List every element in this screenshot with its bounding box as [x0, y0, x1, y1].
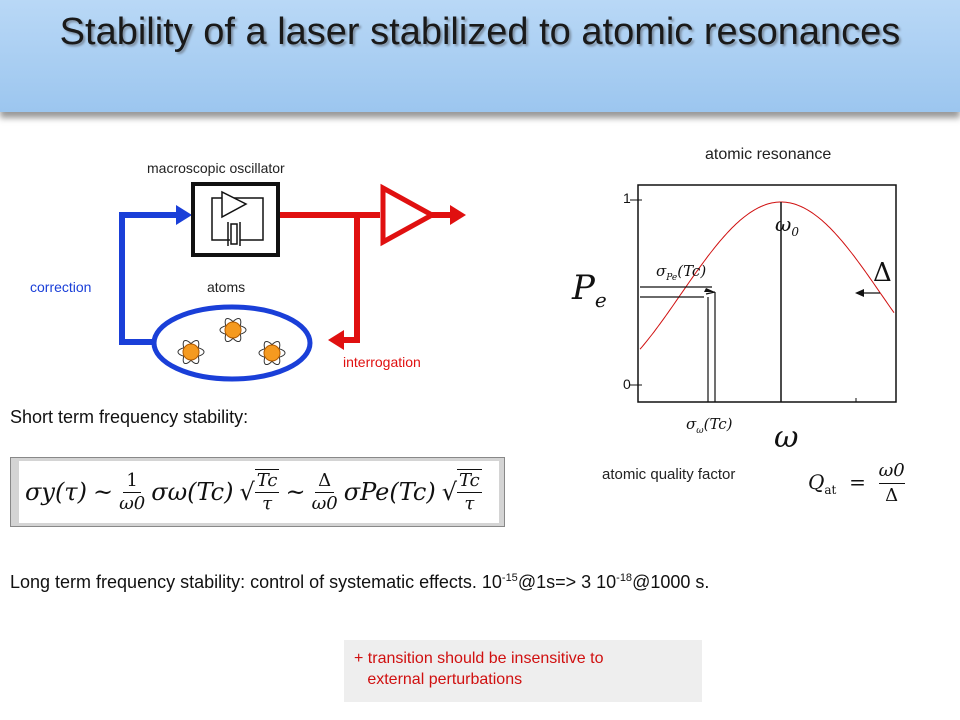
long-term-label: Long term frequency stability: control o…: [10, 572, 710, 592]
amplifier-output-arrowhead: [450, 205, 466, 225]
interrogation-label: interrogation: [343, 354, 421, 370]
graph-title: atomic resonance: [705, 146, 832, 163]
sigma-pe-arrowhead: [704, 288, 715, 292]
feedback-loop-diagram: [119, 182, 466, 382]
y-axis-label: Pe: [572, 268, 607, 312]
oscillator-triangle-icon: [221, 190, 248, 219]
correction-arrowhead: [176, 205, 192, 225]
crystal-icon: [230, 223, 238, 245]
short-term-label: Short term frequency stability:: [10, 407, 249, 427]
stability-formula-box: σy(τ) ~ 1 ω0 σω(Tc) √ Tc τ ~ Δ ω0 σPe(Tc…: [10, 457, 505, 527]
correction-label: correction: [30, 279, 92, 295]
width-label: Δ: [873, 258, 892, 288]
title-bar: [0, 0, 960, 112]
note-text: + transition should be insensitive to ex…: [354, 650, 604, 688]
quality-formula: Qat = ω0 Δ: [808, 460, 905, 506]
correction-wire: [119, 212, 180, 345]
resonance-graph: [630, 184, 897, 403]
sigma-w-label: σω(Tc): [686, 415, 733, 436]
note-box: [344, 640, 702, 702]
stability-formula: σy(τ) ~ 1 ω0 σω(Tc) √ Tc τ ~ Δ ω0 σPe(Tc…: [19, 461, 499, 523]
interrogation-wire: [338, 215, 360, 343]
page-title: Stability of a laser stabilized to atomi…: [59, 11, 901, 53]
graph-frame: [637, 184, 897, 403]
sigma-pe-label: σPe(Tc): [656, 262, 707, 283]
oscillator-label: macroscopic oscillator: [147, 160, 285, 176]
y-tick-top: 1: [623, 190, 631, 206]
peak-label: ω0: [775, 212, 799, 239]
atom-icon: [177, 339, 205, 365]
interrogation-arrowhead: [328, 330, 344, 350]
resonance-curve: [639, 201, 895, 350]
y-tick-bottom: 0: [623, 376, 631, 392]
x-axis-label: ω: [774, 420, 799, 455]
atom-icon: [258, 340, 286, 366]
atom-cell: [151, 304, 313, 382]
quality-label: atomic quality factor: [602, 466, 736, 483]
atom-icon: [219, 317, 247, 343]
delta-arrowhead: [855, 289, 864, 297]
amplifier-icon: [380, 183, 438, 247]
atoms-label: atoms: [207, 279, 246, 295]
oscillator-symbol: [211, 197, 264, 241]
